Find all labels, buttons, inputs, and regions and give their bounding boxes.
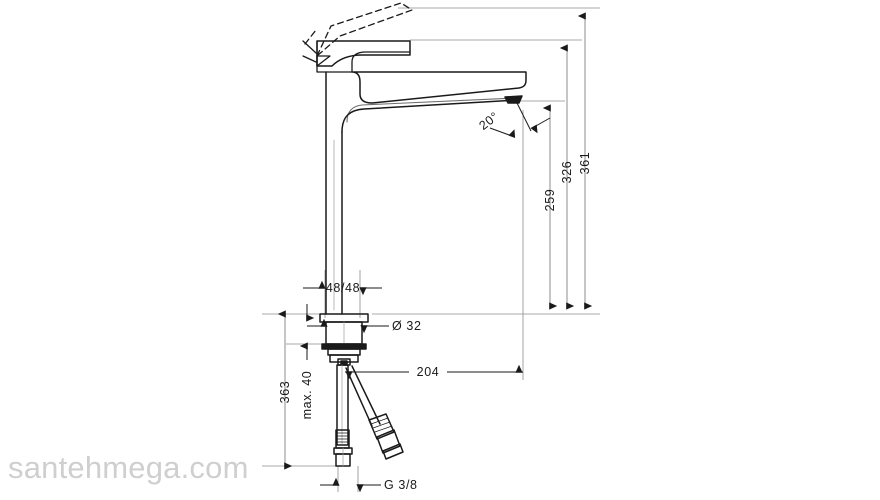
dim-204-label: 204 bbox=[417, 365, 440, 379]
watermark: santehmega.com bbox=[8, 450, 249, 485]
dim-max40-label: max. 40 bbox=[300, 371, 314, 420]
handle-ghost-tick bbox=[304, 29, 317, 45]
dim-326-label: 326 bbox=[560, 161, 574, 184]
lever-handle bbox=[316, 40, 411, 67]
dim-g38-label: G 3/8 bbox=[384, 478, 418, 492]
hose-second-left-edge bbox=[345, 367, 373, 427]
dimension-angle-20: 20° bbox=[477, 98, 551, 138]
dim-angle-leader-a bbox=[514, 98, 532, 132]
dim-angle-arrow-left bbox=[489, 127, 516, 138]
dimension-max-40: max. 40 bbox=[299, 304, 315, 420]
hose-second-braid-hatching bbox=[370, 417, 393, 433]
handle-open-position-ghost bbox=[304, 2, 413, 57]
dim-204-label-bg bbox=[409, 364, 447, 380]
dim-259-label: 259 bbox=[543, 189, 557, 212]
dim-angle-label: 20° bbox=[477, 109, 502, 133]
dim-361-label: 361 bbox=[578, 152, 592, 175]
dim-d32-label: Ø 32 bbox=[392, 319, 422, 333]
spout-lower-sweep bbox=[346, 97, 516, 123]
hose-braid-hatching bbox=[335, 432, 350, 446]
dimension-361: 361 bbox=[577, 12, 593, 310]
escutcheon-plate bbox=[319, 313, 369, 323]
dimension-259: 259 bbox=[542, 104, 558, 310]
dim-363-label: 363 bbox=[278, 381, 292, 404]
faucet-outline bbox=[302, 2, 527, 467]
handle-hinge-tick-upper bbox=[302, 40, 317, 54]
handle-ghost-body bbox=[316, 2, 413, 57]
projection-lines bbox=[262, 7, 600, 492]
dimension-diameter-32: Ø 32 bbox=[307, 318, 422, 334]
dimension-326: 326 bbox=[559, 44, 575, 310]
dimension-48-48: 48/48 bbox=[303, 280, 382, 296]
washer-mid bbox=[327, 348, 361, 356]
dim-4848-label: 48/48 bbox=[326, 281, 360, 295]
dim-angle-arrow-right bbox=[530, 117, 551, 134]
dimension-204: 204 bbox=[345, 364, 523, 380]
aerator-tip bbox=[504, 95, 523, 104]
hose-second-right-edge bbox=[351, 365, 381, 425]
dimension-thread-g38: G 3/8 bbox=[320, 477, 418, 493]
hose-second-nut-end bbox=[382, 443, 404, 460]
spout-outer-edge bbox=[341, 99, 518, 133]
handle-hinge-tick-lower bbox=[302, 55, 317, 63]
body-upper-collar bbox=[316, 40, 411, 73]
lever-handle-underside bbox=[316, 55, 331, 67]
dimension-363: 363 bbox=[277, 310, 293, 470]
spout-upper bbox=[351, 71, 527, 104]
hose-second-nut bbox=[376, 429, 401, 454]
